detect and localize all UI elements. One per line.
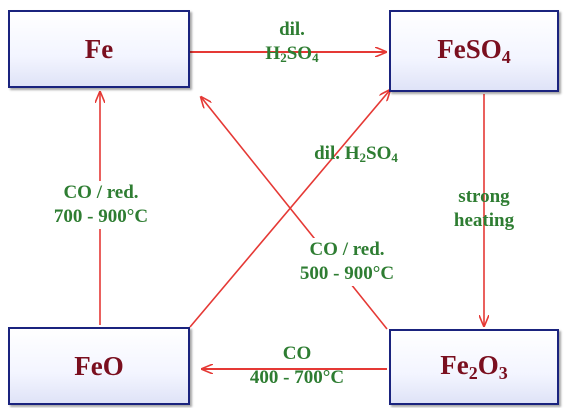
node-fe-label: Fe xyxy=(84,33,114,64)
label-fe2o3-to-feo: CO 400 - 700°C xyxy=(249,343,345,388)
label-feso4-to-fe2o3: strong heating xyxy=(453,186,515,231)
node-fe2o3-label: Fe2O3 xyxy=(440,350,508,383)
node-fe: Fe xyxy=(8,10,190,88)
label-feo-to-feso4: dil. H2SO4 xyxy=(314,143,398,165)
node-fe2o3: Fe2O3 xyxy=(389,329,559,405)
node-feso4-label: FeSO4 xyxy=(437,34,511,67)
label-fe2o3-to-fe: CO / red. 500 - 900°C xyxy=(282,238,412,286)
node-feo: FeO xyxy=(8,327,190,405)
label-fe-to-feso4: dil. H2SO4 xyxy=(265,19,319,65)
node-feso4: FeSO4 xyxy=(389,10,559,92)
arrow-fe2o3-to-fe xyxy=(201,97,388,330)
label-feo-to-fe: CO / red. 700 - 900°C xyxy=(40,181,162,229)
node-feo-label: FeO xyxy=(74,350,124,381)
